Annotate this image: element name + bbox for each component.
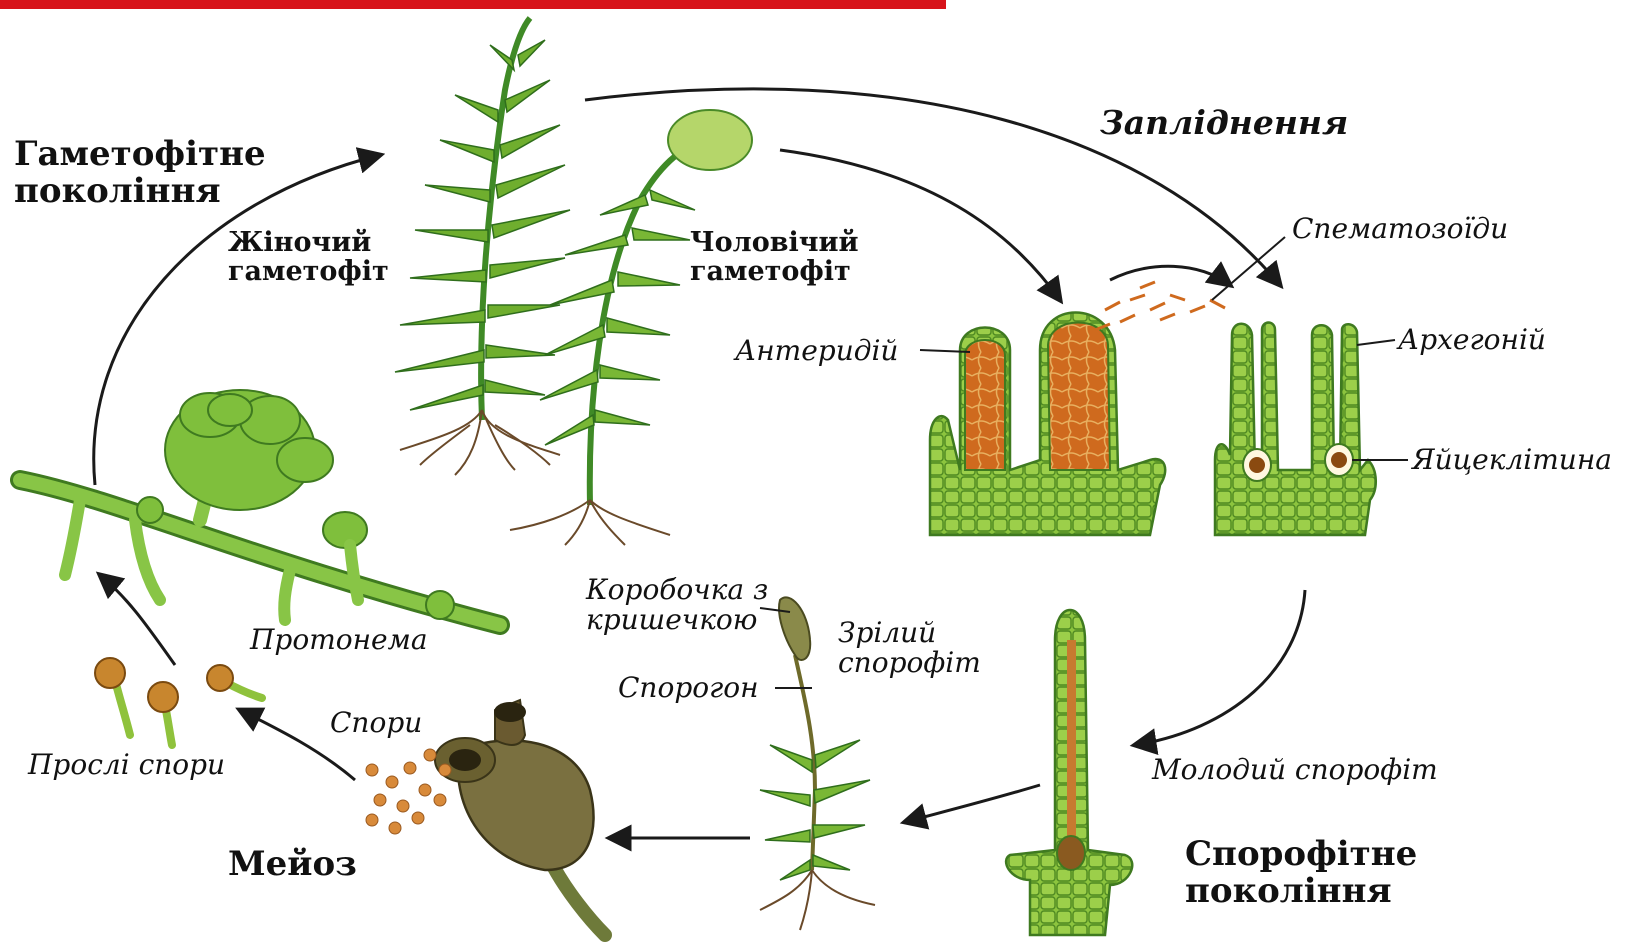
label-antheridium: Антеридій: [735, 336, 898, 366]
open-capsule-illustration: [435, 700, 605, 935]
arrow-to-young-sporophyte: [1135, 590, 1305, 745]
label-young-sporophyte: Молодий спорофіт: [1152, 755, 1438, 785]
label-female-gametophyte: Жіночий гаметофіт: [228, 228, 389, 286]
label-meiosis: Мейоз: [228, 846, 357, 883]
label-gametophyte-generation: Гаметофітне покоління: [14, 136, 266, 209]
label-spores: Спори: [330, 708, 422, 738]
arrow-young-to-mature: [905, 785, 1040, 822]
arrow-germinated-to-protonema: [100, 575, 175, 665]
label-protonema: Протонема: [250, 625, 428, 655]
antheridium-1-content: [965, 340, 1005, 470]
female-gametophyte-plant: [395, 18, 570, 475]
label-egg-cell: Яйцеклітина: [1412, 445, 1612, 475]
label-sporophyte-generation: Спорофітне покоління: [1185, 836, 1417, 909]
antheridium-2-content: [1048, 323, 1110, 471]
protonema-illustration: [20, 390, 500, 625]
label-male-gametophyte: Чоловічий гаметофіт: [690, 228, 859, 286]
label-mature-sporophyte: Зрілий спорофіт: [838, 618, 981, 678]
male-rosette: [668, 110, 752, 170]
archegonia-tissue: [1215, 323, 1376, 536]
label-fertilization: Запліднення: [1100, 105, 1348, 141]
label-germinated-spores: Прослі спори: [28, 750, 225, 780]
antheridia-tissue: [930, 313, 1165, 536]
young-sporophyte-illustration: [1006, 610, 1132, 935]
sperm-cloud: [1095, 282, 1225, 330]
label-archegonium: Архегоній: [1398, 325, 1546, 355]
capsule-small: [779, 597, 810, 660]
germinated-spores-illustration: [95, 658, 262, 745]
male-gametophyte-plant: [510, 110, 752, 545]
label-sporogon: Спорогон: [618, 673, 759, 703]
arrow-sperm-transfer: [1110, 266, 1230, 285]
label-capsule-with-lid: Коробочка з кришечкою: [586, 575, 768, 635]
label-spermatozoids: Спематозоїди: [1292, 214, 1508, 244]
